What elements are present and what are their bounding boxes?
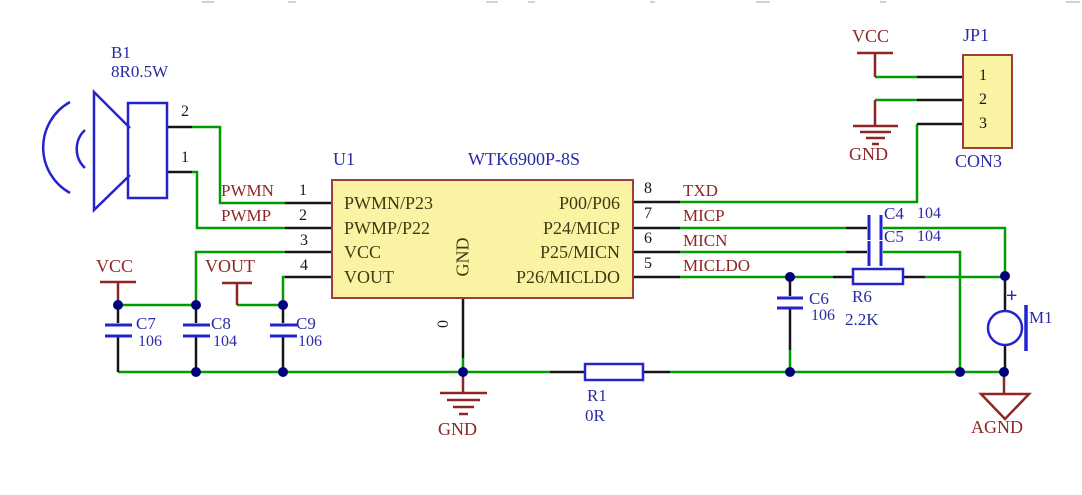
vcc-symbol-top [857,51,893,77]
capacitor-c8-symbol [183,323,210,338]
c7-value: 106 [138,333,162,350]
resistor-r1-symbol [583,362,645,382]
chip-pin-number-6: 6 [644,230,652,247]
ground-symbol-center [440,372,487,416]
c7-ref: C7 [136,314,156,333]
resistor-r6-symbol [851,267,905,286]
m1-ref: M1 [1029,308,1053,327]
c4-ref: C4 [884,204,904,223]
chip-pin-name-vout: VOUT [344,267,394,287]
capacitor-c4-symbol [867,215,883,240]
chip-pin-name-vcc: VCC [344,242,382,262]
chip-pin-number-0: 0 [435,320,452,328]
jp1-type: CON3 [955,151,1003,171]
chip-pin-number-1: 1 [299,182,307,199]
net-label-pwmp: PWMP [221,206,272,225]
c8-ref: C8 [211,314,231,333]
c9-ref: C9 [296,314,316,333]
vcc-left-label: VCC [96,256,134,276]
agnd-label: AGND [971,417,1023,437]
jp1-pin-3: 3 [979,115,987,132]
c5-value: 104 [917,228,941,245]
chip-symbol [331,179,634,299]
c4-value: 104 [917,205,941,222]
c8-value: 104 [213,333,237,350]
c6-ref: C6 [809,289,829,308]
chip-ref: U1 [333,149,355,169]
capacitor-c7-symbol [105,323,132,338]
chip-pin-number-4: 4 [300,257,308,274]
vout-label: VOUT [205,256,255,276]
c9-value: 106 [298,333,322,350]
capacitor-c6-symbol [777,296,803,310]
ground-symbol-top [853,100,898,146]
agnd-symbol [978,372,1032,421]
r6-ref: R6 [852,287,872,306]
chip-pin-name-p26: P26/MICLDO [515,267,620,287]
speaker-ref: B1 [111,43,131,62]
c6-value: 106 [811,307,835,324]
gnd-center-label: GND [438,419,477,439]
net-label-micn: MICN [683,231,728,250]
chip-pin-number-2: 2 [299,207,307,224]
chip-pin-name-pwmp: PWMP/P22 [344,218,431,238]
net-label-txd: TXD [683,181,718,200]
vout-symbol [222,281,252,305]
net-label-micp: MICP [683,206,725,225]
connector-symbol [962,54,1013,149]
speaker-pin-2: 2 [181,103,189,120]
net-label-pwmn: PWMN [221,181,274,200]
junction-dots [113,271,1010,377]
chip-pin-number-5: 5 [644,255,652,272]
chip-part: WTK6900P-8S [468,149,580,169]
speaker-pin-1: 1 [181,149,189,166]
gnd-top-label: GND [849,144,888,164]
chip-pin-number-3: 3 [300,232,308,249]
capacitor-c5-symbol [867,241,883,266]
r6-value: 2.2K [845,310,879,329]
capacitor-c9-symbol [270,323,297,338]
vcc-top-label: VCC [852,26,890,46]
net-label-micldo: MICLDO [683,256,751,275]
chip-pin-number-8: 8 [644,180,652,197]
chip-pin-name-p00: P00/P06 [558,193,620,213]
r1-value: 0R [585,406,605,425]
jp1-pin-1: 1 [979,67,987,84]
chip-pin-name-p25: P25/MICN [539,242,620,262]
m1-plus-sign: + [1006,285,1018,307]
chip-pin-number-7: 7 [644,205,652,222]
jp1-pin-2: 2 [979,91,987,108]
chip-pin-name-p24: P24/MICP [542,218,620,238]
speaker-value: 8R0.5W [111,62,169,81]
wires-green [118,75,1007,374]
r1-ref: R1 [587,386,607,405]
c5-ref: C5 [884,227,904,246]
speaker-icon [42,88,169,213]
microphone-icon [986,305,1028,351]
chip-pin-name-pwmn: PWMN/P23 [344,193,434,213]
wires-black [116,75,1007,374]
chip-pin-name-gnd: GND [452,237,473,277]
jp1-ref: JP1 [963,25,990,45]
